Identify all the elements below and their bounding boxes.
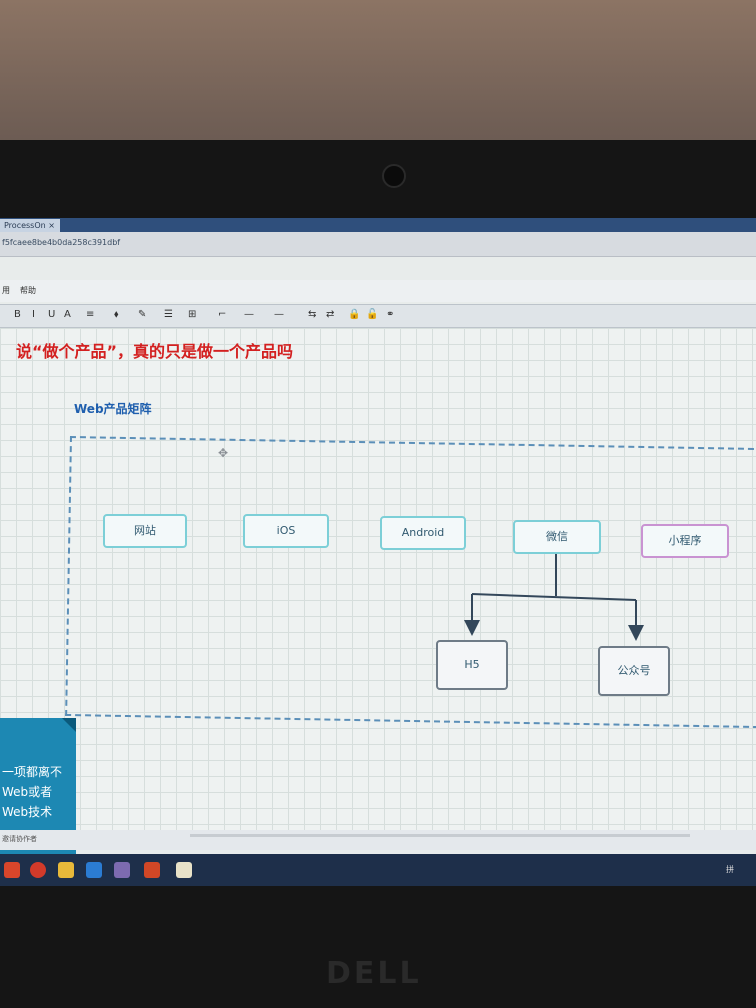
horizontal-scrollbar[interactable] bbox=[190, 834, 690, 837]
notepad-icon[interactable] bbox=[176, 862, 192, 878]
font-color-button[interactable]: A bbox=[64, 309, 71, 320]
format-toolbar: B I U A ≡ ⬧ ✎ ☰ ⊞ ⌐ — — ⇆ ⇄ 🔒 🔓 ⚭ bbox=[0, 304, 756, 328]
node-official-account[interactable]: 公众号 bbox=[598, 646, 670, 696]
menu-item-arrange[interactable]: 用 bbox=[2, 286, 10, 295]
browser-tab[interactable]: ProcessOn × bbox=[0, 219, 60, 232]
line-width-icon[interactable]: ☰ bbox=[164, 309, 173, 320]
taskbar-app-icon[interactable] bbox=[4, 862, 20, 878]
send-back-icon[interactable]: ⇄ bbox=[326, 309, 335, 320]
line-color-icon[interactable]: ✎ bbox=[138, 309, 147, 320]
move-cursor-icon: ✥ bbox=[218, 446, 229, 460]
connector-icon[interactable]: ⌐ bbox=[218, 309, 227, 320]
start-arrow-button[interactable]: — bbox=[244, 309, 254, 320]
node-android[interactable]: Android bbox=[380, 516, 466, 550]
align-button[interactable]: ≡ bbox=[86, 309, 95, 320]
bold-button[interactable]: B bbox=[14, 309, 21, 320]
node-wechat[interactable]: 微信 bbox=[513, 520, 601, 554]
node-ios[interactable]: iOS bbox=[243, 514, 329, 548]
node-mini-program[interactable]: 小程序 bbox=[641, 524, 729, 558]
slide-headline: 说“做个产品”，真的只是做一个产品吗 bbox=[16, 342, 294, 361]
screen: ProcessOn × f5fcaee8be4b0da258c391dbf 用 … bbox=[0, 218, 756, 886]
folder-icon[interactable] bbox=[58, 862, 74, 878]
taskbar: 拼 bbox=[0, 854, 756, 886]
browser-tab-bar: ProcessOn × bbox=[0, 218, 756, 232]
line-style-icon[interactable]: ⊞ bbox=[188, 309, 197, 320]
node-h5[interactable]: H5 bbox=[436, 640, 508, 690]
end-arrow-button[interactable]: — bbox=[274, 309, 284, 320]
webcam-icon bbox=[382, 164, 406, 188]
callout-line-2: Web或者 bbox=[2, 785, 53, 799]
italic-button[interactable]: I bbox=[32, 309, 35, 320]
connector-lines bbox=[464, 554, 644, 641]
menu-bar: 用 帮助 bbox=[0, 280, 756, 302]
dell-logo: DELL bbox=[326, 956, 422, 991]
node-website[interactable]: 网站 bbox=[103, 514, 187, 548]
vscode-icon[interactable] bbox=[86, 862, 102, 878]
status-bar: 邀请协作者 bbox=[0, 830, 756, 850]
powerpoint-icon[interactable] bbox=[144, 862, 160, 878]
matrix-title: Web产品矩阵 bbox=[74, 402, 152, 416]
link-icon[interactable]: ⚭ bbox=[386, 309, 395, 320]
diagram-canvas[interactable]: 说“做个产品”，真的只是做一个产品吗 Web产品矩阵 ✥ 网站 iOS Andr… bbox=[0, 328, 756, 864]
callout-line-1: 一项都离不 bbox=[2, 765, 63, 779]
status-text: 邀请协作者 bbox=[2, 835, 37, 843]
bring-front-icon[interactable]: ⇆ bbox=[308, 309, 317, 320]
callout-line-3: Web技术 bbox=[2, 805, 53, 819]
ime-indicator[interactable]: 拼 bbox=[726, 865, 734, 874]
address-bar[interactable]: f5fcaee8be4b0da258c391dbf bbox=[0, 232, 756, 257]
url-text: f5fcaee8be4b0da258c391dbf bbox=[2, 238, 121, 247]
callout-fold bbox=[62, 718, 76, 732]
menu-item-help[interactable]: 帮助 bbox=[20, 286, 36, 295]
fill-icon[interactable]: ⬧ bbox=[114, 309, 119, 320]
underline-button[interactable]: U bbox=[48, 309, 56, 320]
background-wall bbox=[0, 0, 756, 150]
chat-app-icon[interactable] bbox=[114, 862, 130, 878]
lock-icon[interactable]: 🔒 bbox=[348, 309, 361, 320]
unlock-icon[interactable]: 🔓 bbox=[366, 309, 379, 320]
browser-icon[interactable] bbox=[30, 862, 46, 878]
